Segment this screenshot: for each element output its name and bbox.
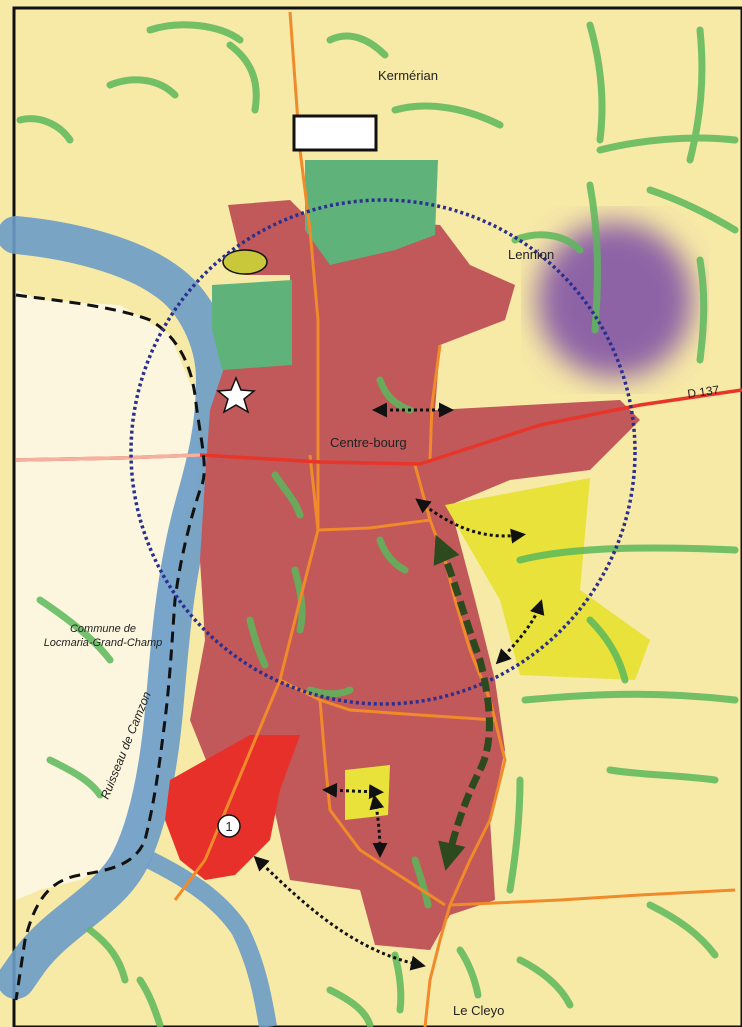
link-south-h [322, 782, 384, 800]
main-road-fade [15, 453, 201, 462]
project-site [165, 735, 300, 880]
link-south-v [369, 794, 388, 858]
frame [12, 6, 742, 1027]
green-corridor [433, 534, 493, 871]
label-commune-line1: Commune de [70, 623, 136, 635]
label-centre-bourg: Centre-bourg [330, 435, 407, 450]
label-commune-line2: Locmaria-Grand-Champ [44, 637, 163, 649]
site-marker-label: 1 [225, 819, 232, 834]
extension-zone-south [345, 765, 390, 820]
link-site-cleyo [253, 855, 426, 971]
pond [222, 249, 268, 275]
connections [253, 402, 545, 971]
hamlet-lennion [537, 222, 693, 378]
white-box [292, 114, 378, 152]
label-road: D 137 [686, 383, 720, 401]
commune-boundary [14, 293, 206, 1001]
site-marker-circle [217, 814, 241, 838]
label-le-cleyo: Le Cleyo [453, 1003, 504, 1018]
label-kermerian: Kermérian [378, 68, 438, 83]
green-space-west [212, 280, 292, 370]
green-space-north [305, 160, 438, 265]
study-circle [129, 198, 637, 706]
star-icon [216, 376, 256, 414]
stream-branch [145, 851, 277, 1027]
label-lennion: Lennion [508, 247, 554, 262]
urban-area [190, 200, 640, 950]
link-east-south [495, 599, 545, 665]
